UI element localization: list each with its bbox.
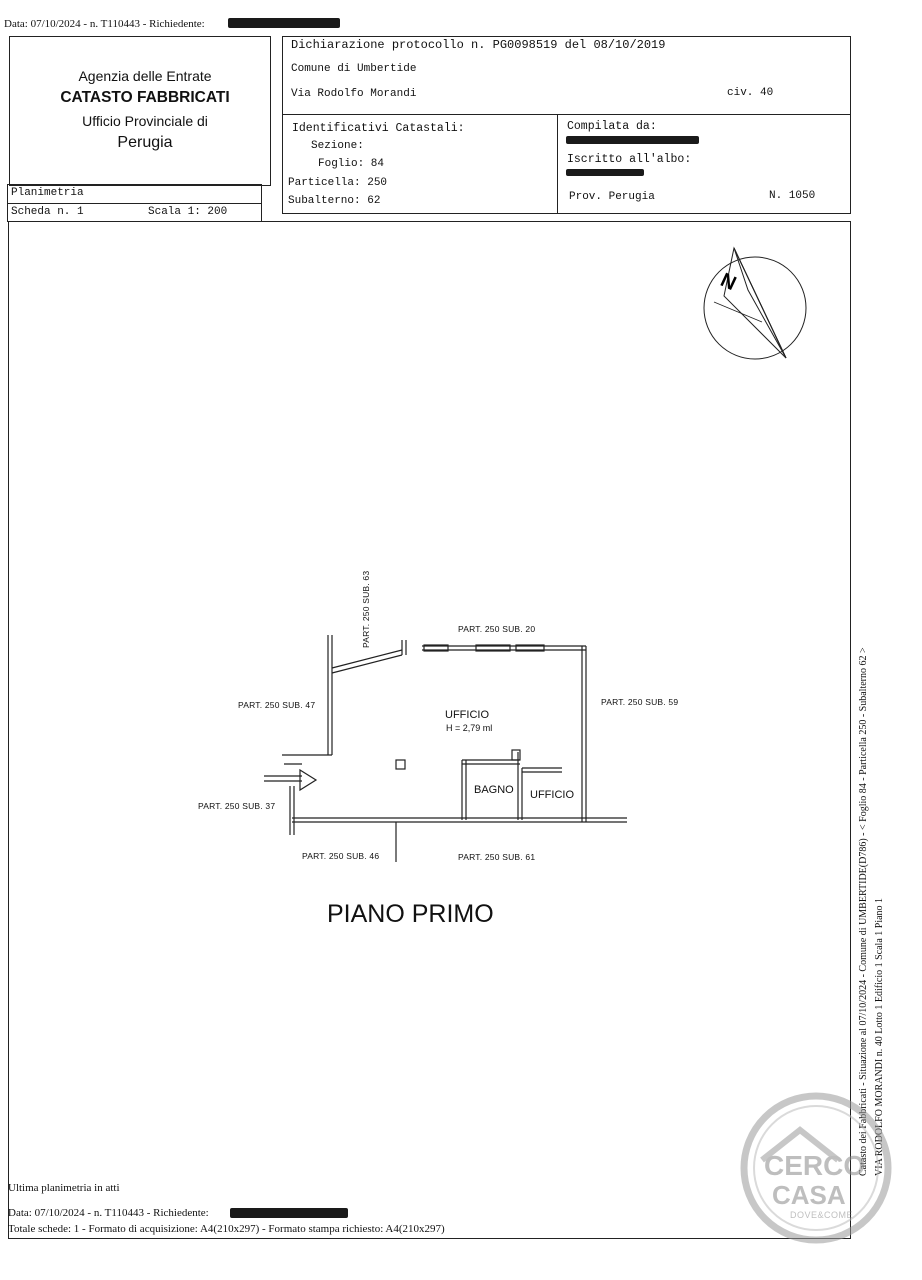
floor-plan (264, 635, 627, 862)
agency-name: Agenzia delle Entrate (78, 68, 212, 84)
floor-title: PIANO PRIMO (327, 900, 494, 928)
header-right-divider-h (282, 114, 851, 115)
provincia-field: Prov. Perugia (569, 191, 655, 203)
ufficio-provinciale: Ufficio Provinciale di (82, 113, 208, 129)
header-right-frame (282, 36, 851, 214)
header-left-frame (9, 36, 271, 186)
footer-ultima: Ultima planimetria in atti (8, 1182, 120, 1194)
label-ufficio-small: UFFICIO (530, 789, 574, 801)
compilata-redaction (566, 136, 699, 144)
label-sub61: PART. 250 SUB. 61 (458, 852, 536, 862)
iscritto-redaction (566, 169, 644, 176)
civico-line: civ. 40 (727, 87, 774, 99)
comune-line: Comune di Umbertide (291, 63, 417, 75)
compilata-title: Compilata da: (567, 120, 657, 133)
footer-redaction (230, 1208, 348, 1218)
logo-tagline: DOVE&COME (790, 1210, 854, 1220)
foglio-field: Foglio: 84 (318, 158, 385, 170)
footer-totale: Totale schede: 1 - Formato di acquisizio… (8, 1223, 445, 1235)
label-sub59: PART. 250 SUB. 59 (601, 697, 679, 707)
label-sub46: PART. 250 SUB. 46 (302, 851, 380, 861)
label-bagno: BAGNO (474, 784, 514, 796)
scheda-field: Scheda n. 1 (11, 206, 84, 218)
footer-data-line: Data: 07/10/2024 - n. T110443 - Richiede… (8, 1207, 209, 1219)
label-ufficio-main: UFFICIO (445, 709, 489, 721)
particella-field: Particella: 250 (288, 177, 388, 189)
north-arrow: N (703, 246, 807, 360)
logo-cerco: CERCO (764, 1150, 866, 1181)
iscritto-title: Iscritto all'albo: (567, 153, 692, 166)
planimetria-title: Planimetria (11, 187, 84, 199)
logo-casa: CASA (772, 1180, 846, 1210)
top-redaction (228, 18, 340, 28)
top-data-text: Data: 07/10/2024 - n. T110443 - Richiede… (4, 18, 205, 30)
agency-block: Agenzia delle Entrate CATASTO FABBRICATI… (20, 66, 270, 154)
subalterno-field: Subalterno: 62 (288, 195, 381, 207)
albo-number: N. 1050 (769, 190, 816, 202)
label-sub63: PART. 250 SUB. 63 (361, 570, 371, 648)
logo-ring-icon (740, 1092, 892, 1244)
catasto-title: CATASTO FABBRICATI (60, 89, 230, 106)
header-right-divider-v (557, 114, 558, 214)
label-sub47: PART. 250 SUB. 47 (238, 700, 316, 710)
label-height: H = 2,79 ml (446, 723, 493, 733)
planimetria-divider (7, 203, 262, 204)
sezione-field: Sezione: (311, 140, 364, 152)
via-line: Via Rodolfo Morandi (291, 88, 417, 100)
identificativi-title: Identificativi Catastali: (292, 122, 465, 135)
compass-letter: N (717, 269, 739, 295)
province-name: Perugia (117, 134, 173, 151)
protocol-line: Dichiarazione protocollo n. PG0098519 de… (291, 38, 666, 52)
drawing-frame (8, 221, 851, 1239)
label-sub20: PART. 250 SUB. 20 (458, 624, 536, 634)
top-data-line: Data: 07/10/2024 - n. T110443 - Richiede… (4, 18, 205, 30)
cercocasa-logo: CERCO CASA DOVE&COME (740, 1092, 892, 1244)
label-sub37: PART. 250 SUB. 37 (198, 801, 276, 811)
scala-field: Scala 1: 200 (148, 206, 228, 218)
